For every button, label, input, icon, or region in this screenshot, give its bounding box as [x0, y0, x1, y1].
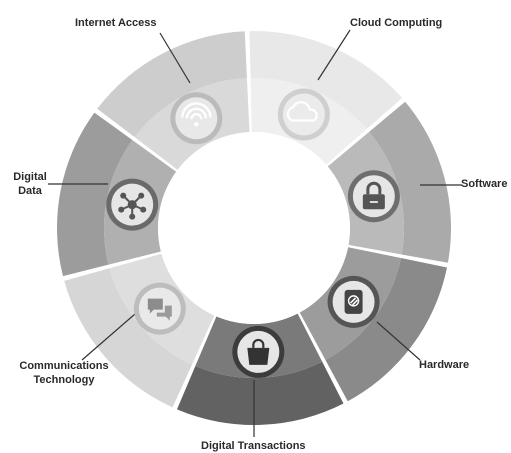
label-digital-data: Digital Data [10, 170, 50, 198]
label-software: Software [461, 178, 508, 190]
leader-line-4 [81, 313, 136, 361]
lock-badge [347, 170, 400, 223]
lock-icon [362, 181, 385, 210]
segment-outer-0 [249, 31, 403, 130]
label-communications-line1: Communications [19, 360, 109, 372]
center-disc [158, 132, 350, 324]
label-digital-data-line2: Data [18, 185, 42, 197]
label-cloud-computing: Cloud Computing [350, 17, 443, 29]
chat-badge [133, 282, 186, 335]
label-digital-transactions: Digital Transactions [201, 440, 306, 452]
label-hardware: Hardware [419, 359, 470, 371]
segment-outer-5 [57, 112, 133, 277]
hard-drive-badge [327, 275, 380, 328]
chat-icon [147, 298, 172, 321]
network-icon [118, 192, 147, 220]
label-internet-access: Internet Access [75, 17, 157, 29]
leader-line-0 [317, 29, 351, 81]
label-communications-technology: Communications Technology [12, 359, 116, 387]
segment-outer-3 [176, 361, 344, 425]
leader-line-6 [159, 32, 191, 84]
cloud-badge [277, 88, 330, 141]
shopping-bag-badge [232, 325, 285, 378]
leader-line-2 [376, 321, 421, 361]
shopping-bag-icon [247, 338, 270, 365]
label-communications-line2: Technology [33, 374, 95, 386]
label-digital-data-line1: Digital [13, 171, 47, 183]
segment-outer-1 [369, 101, 451, 263]
wifi-badge [170, 92, 223, 145]
segment-outer-6 [97, 31, 247, 138]
segment-outer-4 [64, 268, 193, 408]
wifi-icon [181, 102, 212, 127]
hard-drive-icon [344, 289, 363, 314]
network-badge [106, 178, 159, 231]
cloud-icon [286, 101, 318, 122]
